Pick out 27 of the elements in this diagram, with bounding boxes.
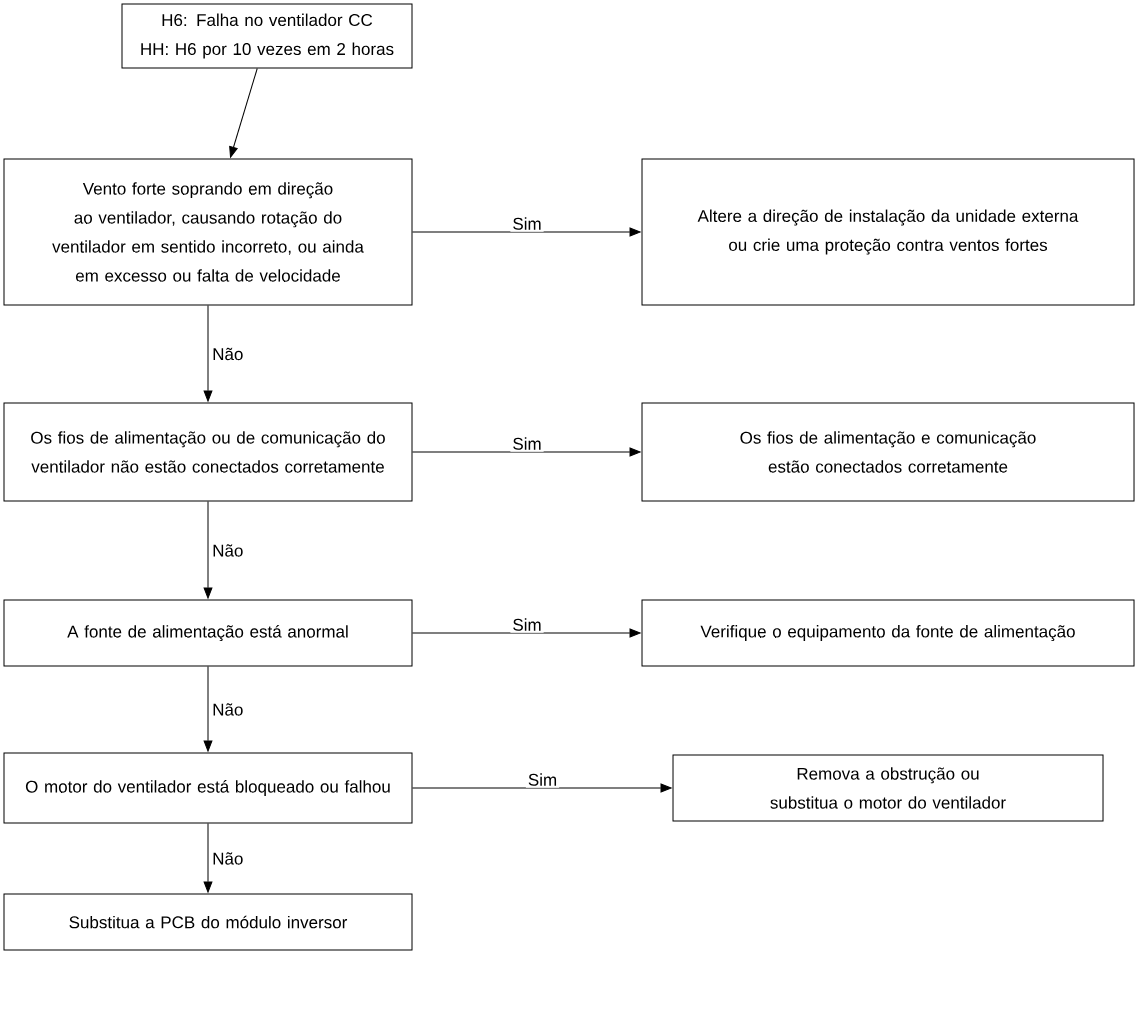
arrow: [203, 501, 213, 599]
process-box: A fonte de alimentação está anormal: [3, 599, 413, 667]
arrow: [229, 68, 258, 158]
arrow: [412, 628, 641, 638]
arrow: [412, 783, 672, 793]
arrow: [203, 823, 213, 893]
edge-label: Não: [210, 345, 246, 363]
edge-label: Não: [210, 701, 246, 718]
process-box: Vento forte soprando em direção ao ventilador, causando rotação do ventilador em sentido incorreto, ou ainda em excesso ou falta de velocidade: [3, 158, 413, 306]
process-box: H6: Falha no ventilador CC HH: H6 por 10 vezes em 2 horas: [121, 3, 413, 69]
process-box: Os fios de alimentação e comunicação estão conectados corretamente: [641, 402, 1135, 502]
edge-label: Não: [210, 850, 246, 867]
edge-label: Sim: [525, 771, 560, 788]
arrow: [412, 447, 641, 457]
arrow: [203, 666, 213, 752]
edge-label: Não: [210, 542, 246, 559]
edge-label: Sim: [510, 215, 544, 232]
edge-label: Sim: [510, 435, 544, 452]
arrow: [203, 305, 213, 402]
process-box: O motor do ventilador está bloqueado ou falhou: [3, 752, 413, 824]
arrow: [412, 227, 641, 237]
edge-label: Sim: [510, 616, 544, 633]
process-box: Remova a obstrução ou substitua o motor do ventilador: [672, 754, 1104, 822]
process-box: Verifique o equipamento da fonte de alimentação: [641, 599, 1135, 667]
process-box: Substitua a PCB do módulo inversor: [3, 893, 413, 951]
process-box: Os fios de alimentação ou de comunicação do ventilador não estão conectados corretamente: [3, 402, 413, 502]
process-box: Altere a direção de instalação da unidade externa ou crie uma proteção contra ventos fortes: [641, 158, 1135, 306]
